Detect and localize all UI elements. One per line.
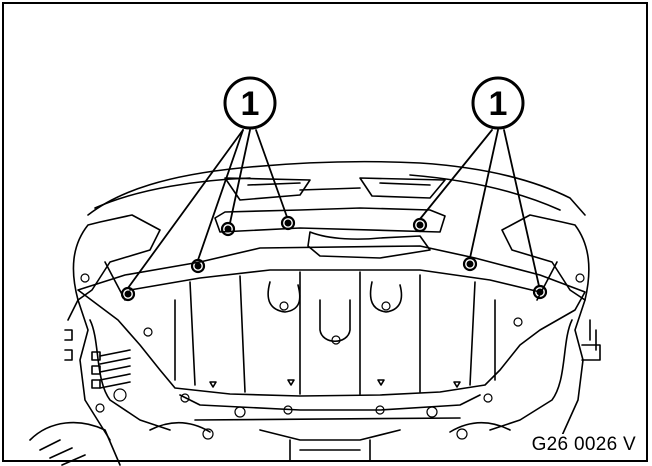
marked-fasteners <box>120 215 548 302</box>
fastener-left-4 <box>280 215 296 231</box>
drawing-code: G26 0026 V <box>529 434 638 456</box>
left-side-panel <box>64 214 171 441</box>
fastener-left-3 <box>220 221 236 237</box>
callout-1-right: 1 <box>471 76 525 130</box>
left-tire <box>29 421 121 466</box>
callout-1-right-label: 1 <box>489 85 508 123</box>
upper-trim-panel <box>214 207 446 259</box>
fastener-right-3 <box>532 284 548 300</box>
diagram-frame <box>2 2 648 462</box>
right-side-panel <box>489 214 601 441</box>
callout-1-left: 1 <box>223 76 277 130</box>
secondary-fasteners <box>80 273 585 440</box>
callout-leader-lines <box>127 129 540 289</box>
lower-crossmember <box>149 394 511 461</box>
underbody-cover <box>77 245 586 397</box>
callout-1-left-label: 1 <box>241 85 260 123</box>
vehicle-body-outline <box>87 160 586 216</box>
